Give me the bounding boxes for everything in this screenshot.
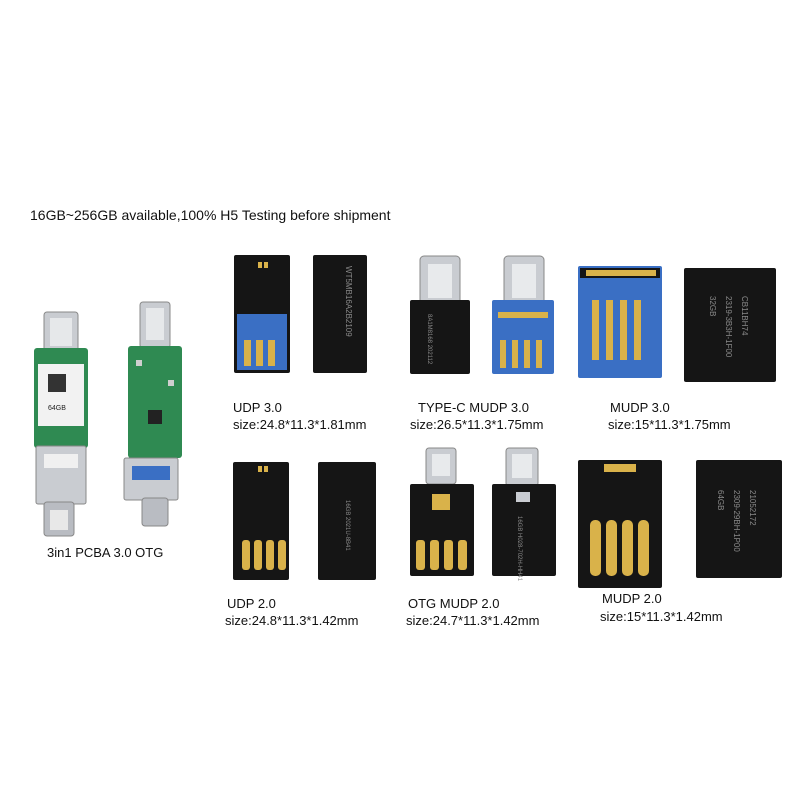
otg20-front: 16GB H028-702H-HH41 bbox=[492, 447, 556, 582]
product-name-typec30: TYPE-C MUDP 3.0 bbox=[418, 400, 530, 415]
udp20-chip-text: 16GB 2021U-8B41 bbox=[344, 500, 350, 551]
pcba-3in1-back bbox=[123, 301, 182, 527]
mudp20-front: 64GB 2309-29BH-1P00 21052172 bbox=[696, 460, 782, 578]
mudp20-back bbox=[578, 460, 662, 588]
pcba-label-text: 64GB bbox=[48, 405, 66, 412]
product-name-udp30: UDP 3.0 bbox=[233, 400, 282, 415]
product-size-mudp30: size:15*11.3*1.75mm bbox=[608, 417, 731, 432]
udp20-front: 16GB 2021U-8B41 bbox=[318, 462, 376, 580]
mudp20-chip-text-1: 64GB bbox=[716, 490, 725, 510]
otg20-chip-text: 16GB H028-702H-HH41 bbox=[516, 516, 522, 582]
product-size-typec30: size:26.5*11.3*1.75mm bbox=[410, 417, 544, 432]
product-size-mudp20: size:15*11.3*1.42mm bbox=[600, 609, 723, 624]
typec30-back bbox=[492, 255, 554, 374]
mudp30-front: 32GB 2319-3B3H-1F00 CB11BH74 bbox=[684, 268, 776, 382]
headline: 16GB~256GB available,100% H5 Testing bef… bbox=[30, 207, 391, 223]
product-name-mudp20: MUDP 2.0 bbox=[602, 591, 662, 606]
udp30-chip-text: WT5MB16A2B2109 bbox=[344, 266, 353, 337]
typec30-front: 8A1M8168 202112 bbox=[410, 255, 470, 374]
pcba-3in1-front: 64GB bbox=[34, 311, 88, 537]
udp30-front: WT5MB16A2B2109 bbox=[313, 255, 367, 373]
mudp30-chip-text-3: CB11BH74 bbox=[740, 296, 749, 336]
udp30-back bbox=[234, 255, 290, 373]
typec30-chip-text: 8A1M8168 202112 bbox=[426, 314, 432, 365]
product-name-pcba: 3in1 PCBA 3.0 OTG bbox=[47, 545, 164, 560]
product-size-otg20: size:24.7*11.3*1.42mm bbox=[406, 613, 540, 628]
product-size-udp30: size:24.8*11.3*1.81mm bbox=[233, 417, 367, 432]
otg20-back bbox=[410, 447, 474, 576]
mudp20-chip-text-2: 2309-29BH-1P00 bbox=[732, 490, 741, 552]
mudp20-chip-text-3: 21052172 bbox=[748, 490, 757, 526]
mudp30-chip-text-2: 2319-3B3H-1F00 bbox=[724, 296, 733, 358]
product-size-udp20: size:24.8*11.3*1.42mm bbox=[225, 613, 359, 628]
mudp30-chip-text-1: 32GB bbox=[708, 296, 717, 316]
udp20-back bbox=[233, 462, 289, 580]
product-name-udp20: UDP 2.0 bbox=[227, 596, 276, 611]
mudp30-back bbox=[578, 266, 662, 378]
product-name-otg20: OTG MUDP 2.0 bbox=[408, 596, 500, 611]
product-name-mudp30: MUDP 3.0 bbox=[610, 400, 670, 415]
